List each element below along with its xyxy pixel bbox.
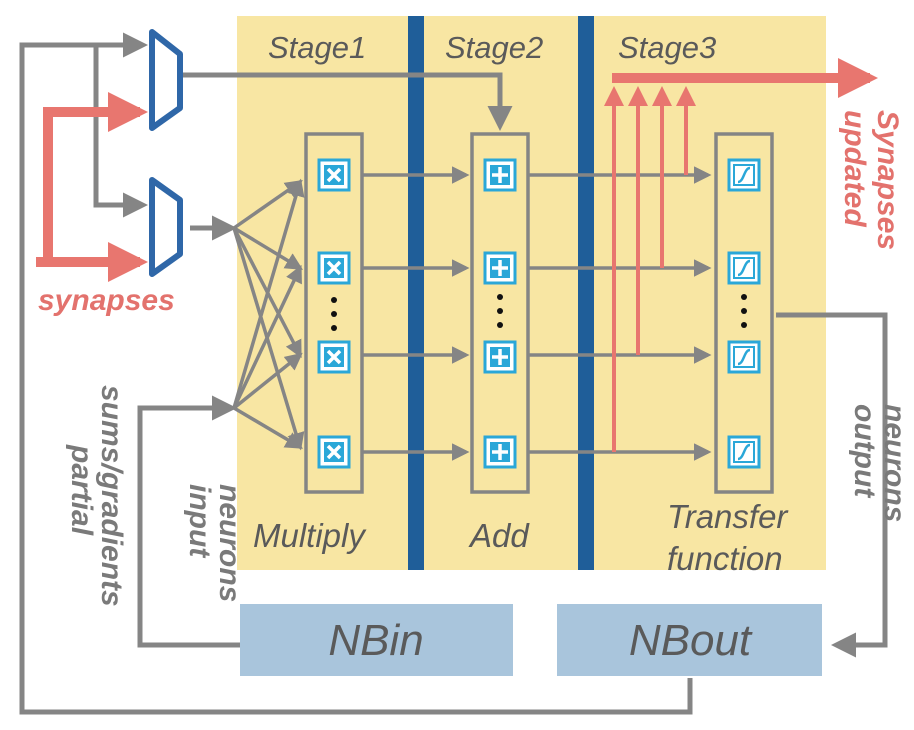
add-label: Add (468, 517, 530, 554)
updated-label-line2: Synapses (871, 110, 904, 250)
mux1-to-adder-wire (180, 72, 513, 131)
nbout-label: NBout (629, 616, 753, 665)
partial-sums-label: partial sums/gradients (65, 385, 128, 607)
add-column (470, 132, 530, 494)
crossbar-wires (232, 166, 712, 461)
output-label-line1: output (848, 404, 881, 499)
ellipsis-dot (331, 297, 337, 303)
add-icon (483, 158, 517, 192)
multiply-icon (317, 158, 351, 192)
transfer-column (714, 132, 774, 494)
output-label-line2: neurons (878, 404, 911, 522)
ellipsis-dot (741, 322, 747, 328)
synapse-update-taps (604, 86, 696, 452)
adder-units (483, 158, 517, 469)
ellipsis-dot (331, 325, 337, 331)
mux-icon-partial (149, 29, 183, 131)
routing-wires (19, 32, 888, 715)
nbout-buffer (557, 604, 822, 676)
input-label-line1: input (183, 484, 216, 559)
multiply-icon (317, 251, 351, 285)
transfer-label-line1: Transfer (667, 498, 789, 535)
input-label-line2: neurons (213, 484, 246, 602)
stage-background (237, 16, 826, 570)
ellipsis-dot (741, 294, 747, 300)
ellipsis-dot (741, 308, 747, 314)
nbin-to-input-wire (137, 395, 240, 648)
output-to-nbout-wire (776, 312, 888, 658)
stage-divider-2 (578, 16, 594, 570)
ellipsis-dot (497, 294, 503, 300)
nbin-buffer (240, 604, 513, 676)
transfer-label-line2: function (667, 540, 783, 577)
add-icon (483, 251, 517, 285)
fan-input-2 (232, 264, 302, 409)
multiply-icon (317, 340, 351, 374)
updated-label-line1: updated (838, 110, 871, 227)
ellipsis-dots (331, 294, 747, 331)
partial-sums-wire (19, 32, 693, 715)
add-icon (483, 340, 517, 374)
ellipsis-dot (497, 322, 503, 328)
sigmoid-icon (727, 435, 761, 469)
transfer-units (727, 158, 761, 469)
updated-synapses-label: updated Synapses (838, 110, 904, 250)
add-icon (483, 435, 517, 469)
multiplier-units (317, 158, 351, 469)
fan-input-1 (232, 178, 305, 409)
stage2-label: Stage2 (445, 30, 543, 65)
multiply-label: Multiply (253, 517, 367, 554)
output-neurons-label: output neurons (848, 404, 911, 522)
sigmoid-icon (727, 251, 761, 285)
multiply-column (304, 132, 364, 494)
ellipsis-dot (331, 311, 337, 317)
stage3-label: Stage3 (618, 30, 716, 65)
fan-synapse-2 (233, 226, 303, 270)
input-neurons-label: input neurons (183, 484, 246, 602)
partial-label-line1: partial (65, 444, 98, 536)
sigmoid-icon (727, 340, 761, 374)
synapses-label: synapses (38, 284, 175, 317)
fan-input-4 (233, 406, 304, 449)
stage1-label: Stage1 (268, 30, 366, 65)
nbin-label: NBin (328, 616, 423, 665)
ellipsis-dot (497, 308, 503, 314)
synapse-branch-wire (43, 92, 148, 262)
stage-divider-1 (408, 16, 424, 570)
sigmoid-icon (727, 158, 761, 192)
multiply-icon (317, 435, 351, 469)
partial-label-line2: sums/gradients (95, 385, 128, 607)
synapse-wires (36, 58, 878, 282)
mux-icon-synapse (149, 177, 183, 277)
partial-sums-branch-wire (93, 45, 148, 218)
fan-input-3 (232, 352, 303, 410)
